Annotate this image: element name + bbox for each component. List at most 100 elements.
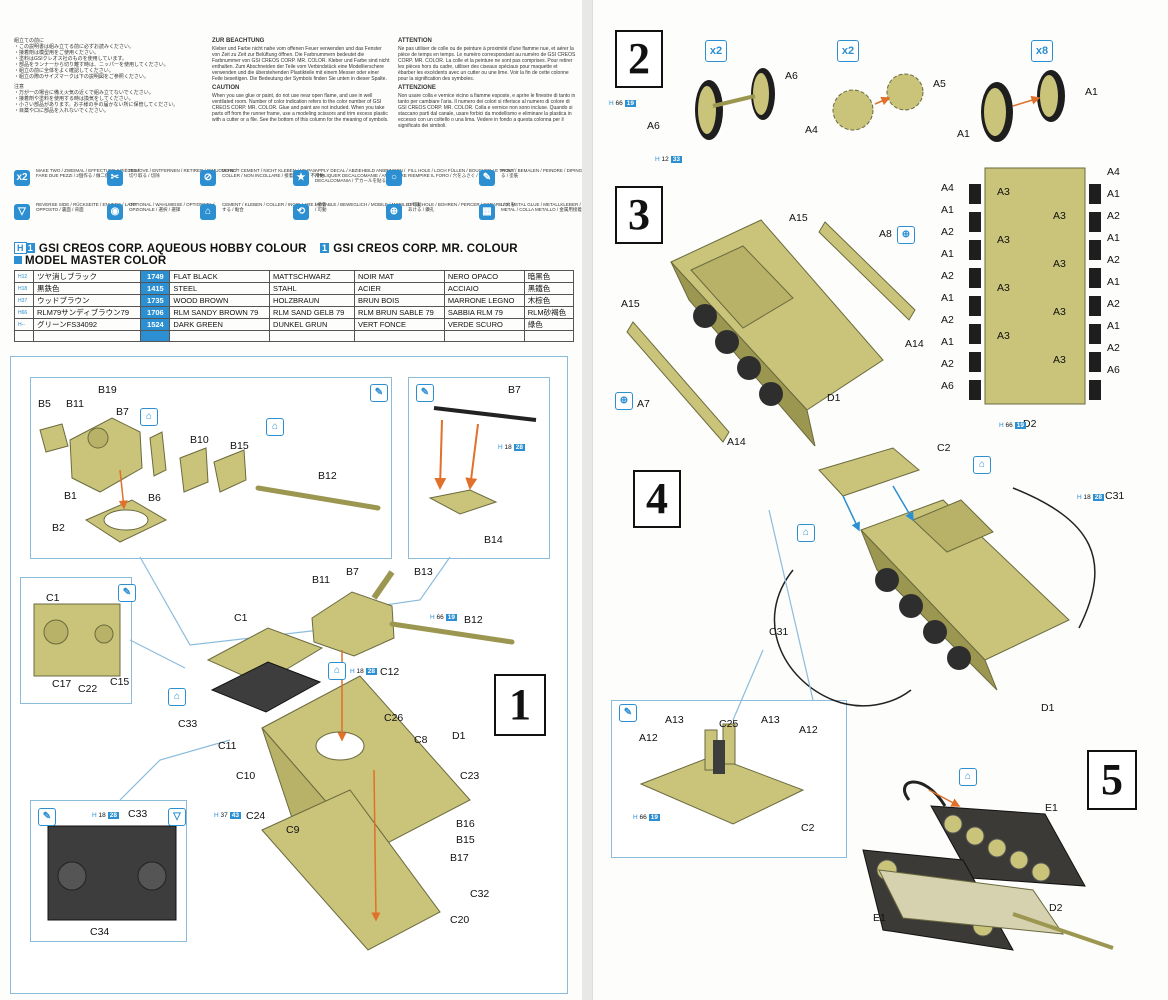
label-c31-right: C31	[1105, 490, 1125, 502]
model-master-swatch	[14, 256, 22, 264]
cement-icon: ⌂	[328, 662, 346, 680]
tag-c: 28	[107, 812, 119, 819]
jp-line: ・組立の際のサイズマークは下の説明図をご参照ください。	[14, 74, 149, 80]
label-b19: B19	[98, 384, 117, 396]
label-c8: C8	[414, 734, 428, 746]
drill-icon: ⊕	[897, 226, 915, 244]
symbol-text: PAINT / BEMALEN / PEINDRE / DIPINGERE / …	[501, 168, 609, 178]
cement-icon: ⌂	[797, 524, 815, 542]
label-wheel-right: A1	[1107, 188, 1120, 200]
part-d2-hull-step5	[878, 869, 1065, 935]
aqueous-title: GSI CREOS CORP. AQUEOUS HOBBY COLOUR	[38, 243, 307, 255]
symbol-text: USE METAL GLUE / METALLKLEBER / COLLE ME…	[501, 202, 604, 212]
label-d2-step5: D2	[1049, 902, 1063, 914]
tag-h: H	[430, 614, 435, 621]
label-wheel-right: A1	[1107, 320, 1120, 332]
symbol-paint: ✎PAINT / BEMALEN / PEINDRE / DIPINGERE /…	[479, 168, 613, 196]
movable-icon: ⟲	[293, 204, 309, 220]
label-wheel-a3: A3	[1053, 258, 1066, 270]
mr-color-badge: 1	[320, 243, 330, 253]
label-a6-left: A6	[647, 120, 660, 132]
cement-icon: ⌂	[140, 408, 158, 426]
paint-cell-cn	[523, 330, 575, 342]
label-b11: B11	[66, 398, 84, 410]
label-c24: C24	[246, 810, 266, 822]
jp-line: ・部品をランナーから切り離す時は、ニッパーを使用してください。	[14, 62, 169, 68]
paint-icon: ✎	[416, 384, 434, 402]
label-c11: C11	[218, 740, 237, 752]
part-lower-hull	[261, 789, 441, 951]
metal-glue-icon: ▦	[479, 204, 495, 220]
label-c2-step4: C2	[937, 442, 951, 454]
label-wheel-left: A1	[941, 204, 954, 216]
symbol-drill-hole: ⊕DRILL HOLE / BOHREN / PERCER / FORARE /…	[386, 202, 520, 230]
cement-icon: ⌂	[973, 456, 991, 474]
aqueous-badge-number: 1	[25, 243, 35, 253]
label-wheel-left: A1	[941, 336, 954, 348]
jp-caution-line: ・目薬や口に部品を入れないでください。	[14, 108, 109, 114]
tag-h: H	[498, 444, 503, 451]
cement-icon: ⌂	[959, 768, 977, 786]
symbol-remove: ✂REMOVE / ENTFERNEN / RETIRER / RIMUOVER…	[107, 168, 241, 196]
symbol-text: APPLY DECAL / ABZIEHBILD ANBRINGEN / APP…	[315, 168, 407, 183]
part-b1-turret	[69, 417, 143, 493]
part-b2-ring	[84, 499, 168, 543]
label-c15: C15	[110, 676, 130, 688]
label-b13: B13	[414, 566, 433, 578]
part-d2-bottom-view	[969, 167, 1101, 405]
no-cement-icon: ⊘	[200, 170, 216, 186]
paint-icon: ✎	[370, 384, 388, 402]
fill-hole-icon: ○	[386, 170, 402, 186]
tag-c: 43	[229, 812, 241, 819]
step4-number: 4	[633, 470, 681, 528]
paint-cell-cn: RLM砂褐色	[523, 306, 575, 319]
b7-subpanel	[408, 377, 550, 559]
label-wheel-right: A2	[1107, 210, 1120, 222]
tag-n: 66	[639, 814, 647, 821]
label-c32: C32	[470, 888, 490, 900]
tag-h: H	[655, 156, 660, 163]
en-text: When you use glue or paint, do not use n…	[212, 93, 389, 123]
fr-text: Ne pas utiliser de colle ou de peinture …	[398, 46, 576, 82]
part-b12-barrel	[255, 485, 381, 511]
callout-line	[119, 739, 231, 801]
tag-c: 33	[670, 156, 682, 163]
label-b17: B17	[450, 852, 469, 864]
label-wheel-a3: A3	[1053, 354, 1066, 366]
tag-n: 18	[1083, 494, 1091, 501]
paint-cell-n	[140, 330, 171, 342]
label-wheel-left: A2	[941, 314, 954, 326]
tag-c: 19	[445, 614, 457, 621]
paint-cell-jp: 黒鉄色	[32, 282, 142, 295]
arrow	[118, 469, 128, 510]
paint-header-line2: MODEL MASTER COLOR	[14, 255, 166, 267]
label-b15: B15	[230, 440, 249, 452]
paint-icon: ✎	[38, 808, 56, 826]
intro-japanese: 組立ての前に ・この説明書は組み立てる前に必ずお読みください。 ・接着剤は模型用…	[14, 38, 194, 114]
label-wheel-left: A2	[941, 226, 954, 238]
paint-cell-jp	[32, 330, 142, 342]
paint-icon: ✎	[619, 704, 637, 722]
label-c25: C25	[719, 718, 739, 730]
label-a15-left: A15	[621, 298, 640, 310]
part-b5	[39, 423, 69, 453]
tag-n: 18	[98, 812, 106, 819]
part-step5-barrel	[1012, 912, 1114, 950]
label-wheel-left: A6	[941, 380, 954, 392]
part-e1-track-upper	[930, 805, 1086, 887]
right-drawing	[626, 68, 1114, 951]
part-c33-black	[210, 661, 322, 713]
label-b7-main: B7	[346, 566, 359, 578]
part-d1-vehicle-step4	[860, 499, 1070, 691]
